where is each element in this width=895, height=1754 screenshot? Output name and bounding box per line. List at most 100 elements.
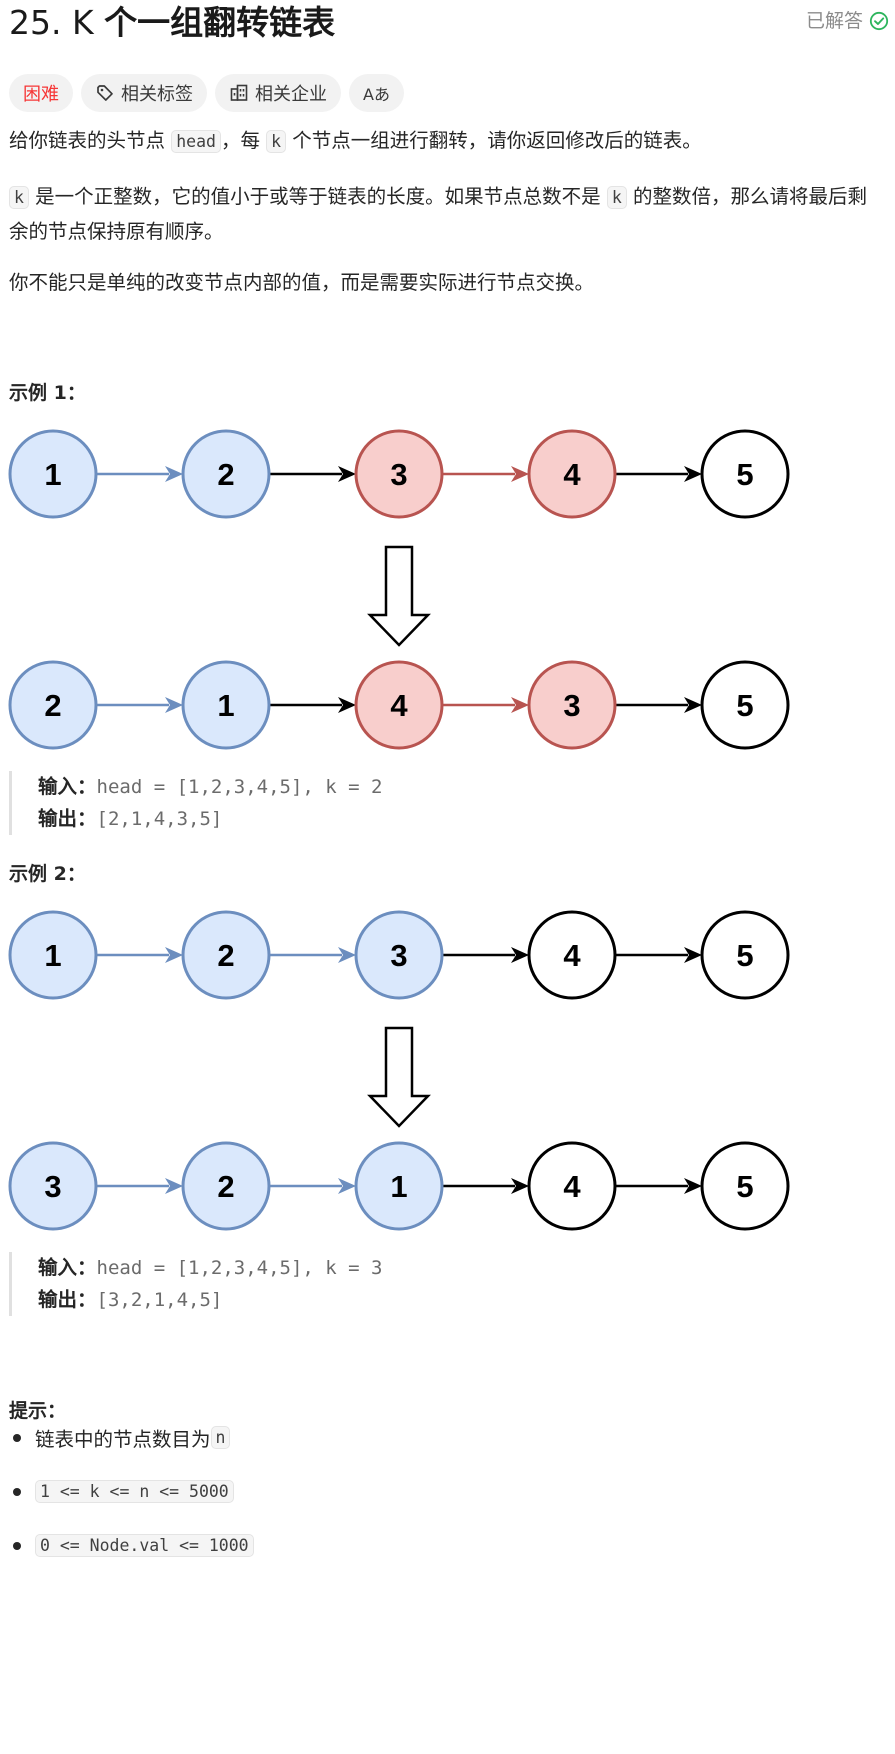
arrow-head bbox=[338, 1178, 356, 1194]
example-1-title: 示例 1： bbox=[9, 382, 86, 404]
arrow-head bbox=[511, 697, 529, 713]
description-paragraph-1: 给你链表的头节点 head，每 k 个节点一组进行翻转，请你返回修改后的链表。 bbox=[9, 129, 702, 153]
arrow-head bbox=[165, 947, 183, 963]
node-label: 1 bbox=[390, 1169, 407, 1204]
hint-code: 1 <= k <= n <= 5000 bbox=[35, 1479, 234, 1503]
difficulty-badge[interactable]: 困难 bbox=[9, 74, 73, 112]
node-label: 4 bbox=[390, 688, 408, 723]
related-tags-button[interactable]: 相关标签 bbox=[81, 74, 207, 112]
hints-list: 链表中的节点数目为 n 1 <= k <= n <= 5000 0 <= Nod… bbox=[9, 1410, 885, 1572]
arrow-head bbox=[684, 947, 702, 963]
list-node bbox=[354, 660, 444, 750]
arrow-head bbox=[165, 697, 183, 713]
output-value: [2,1,4,3,5] bbox=[96, 808, 223, 830]
list-node bbox=[700, 1141, 790, 1231]
arrow-head bbox=[511, 947, 529, 963]
node-label: 3 bbox=[44, 1169, 61, 1204]
list-node bbox=[181, 910, 271, 1000]
list-node bbox=[527, 910, 617, 1000]
tag-icon bbox=[97, 85, 113, 101]
node-label: 2 bbox=[217, 457, 234, 492]
problem-number: 25. K bbox=[9, 3, 94, 42]
input-label: 输入： bbox=[38, 775, 97, 798]
node-label: 1 bbox=[44, 938, 61, 973]
node-label: 4 bbox=[563, 1169, 581, 1204]
node-label: 4 bbox=[563, 938, 581, 973]
description-paragraph-2: k 是一个正整数，它的值小于或等于链表的长度。如果节点总数不是 k 的整数倍，那… bbox=[9, 185, 867, 243]
solved-label: 已解答 bbox=[805, 10, 863, 32]
list-after: 3 2 1 4 5 bbox=[8, 1141, 790, 1231]
problem-header: 25. K 个一组翻转链表 已解答 bbox=[9, 0, 889, 48]
list-node bbox=[8, 429, 98, 519]
node-label: 3 bbox=[390, 938, 407, 973]
input-label: 输入： bbox=[38, 1256, 97, 1279]
inline-code-n: n bbox=[210, 1425, 231, 1449]
translate-icon: Aあ bbox=[363, 85, 390, 104]
node-label: 3 bbox=[563, 688, 580, 723]
hint-code: 0 <= Node.val <= 1000 bbox=[35, 1533, 254, 1557]
arrow-head bbox=[338, 947, 356, 963]
transform-arrow-icon bbox=[367, 1026, 431, 1128]
related-companies-button[interactable]: 相关企业 bbox=[215, 74, 341, 112]
output-label: 输出： bbox=[38, 1288, 97, 1311]
example-2-title: 示例 2： bbox=[9, 863, 86, 885]
node-label: 5 bbox=[736, 1169, 753, 1204]
list-node bbox=[181, 660, 271, 750]
output-label: 输出： bbox=[38, 807, 97, 830]
arrow-head bbox=[338, 466, 356, 482]
node-label: 5 bbox=[736, 457, 753, 492]
list-node bbox=[181, 429, 271, 519]
description-paragraph-3: 你不能只是单纯的改变节点内部的值，而是需要实际进行节点交换。 bbox=[9, 271, 595, 294]
node-label: 2 bbox=[217, 938, 234, 973]
node-label: 2 bbox=[44, 688, 61, 723]
node-label: 4 bbox=[563, 457, 581, 492]
solved-status: 已解答 bbox=[806, 8, 889, 34]
arrow-head bbox=[684, 1178, 702, 1194]
node-label: 1 bbox=[217, 688, 234, 723]
list-node bbox=[8, 660, 98, 750]
inline-code-k: k bbox=[266, 130, 287, 153]
list-node bbox=[700, 660, 790, 750]
problem-name: 个一组翻转链表 bbox=[104, 3, 336, 42]
page-title: 25. K 个一组翻转链表 bbox=[9, 2, 335, 44]
example-1-io: 输入：head = [1,2,3,4,5], k = 2 输出：[2,1,4,3… bbox=[9, 771, 383, 835]
hint-item: 0 <= Node.val <= 1000 bbox=[9, 1518, 885, 1572]
hint-item: 1 <= k <= n <= 5000 bbox=[9, 1464, 885, 1518]
difficulty-label: 困难 bbox=[23, 84, 59, 105]
arrow-head bbox=[684, 466, 702, 482]
list-before: 1 2 3 4 5 bbox=[8, 910, 790, 1000]
related-companies-label: 相关企业 bbox=[255, 84, 327, 105]
arrow-head bbox=[338, 697, 356, 713]
node-label: 5 bbox=[736, 688, 753, 723]
arrow-head bbox=[511, 466, 529, 482]
list-node bbox=[354, 429, 444, 519]
hint-item: 链表中的节点数目为 n bbox=[9, 1410, 885, 1464]
list-node bbox=[354, 1141, 444, 1231]
list-node bbox=[527, 660, 617, 750]
inline-code-k: k bbox=[606, 186, 627, 209]
list-node bbox=[700, 429, 790, 519]
inline-code-head: head bbox=[171, 130, 221, 153]
check-circle-icon bbox=[869, 11, 889, 31]
related-tags-label: 相关标签 bbox=[121, 84, 193, 105]
list-node bbox=[527, 429, 617, 519]
list-node bbox=[354, 910, 444, 1000]
translate-button[interactable]: Aあ bbox=[349, 74, 404, 112]
list-node bbox=[181, 1141, 271, 1231]
hints-title: 提示： bbox=[9, 1400, 67, 1422]
node-label: 2 bbox=[217, 1169, 234, 1204]
node-label: 5 bbox=[736, 938, 753, 973]
list-node bbox=[8, 910, 98, 1000]
building-icon bbox=[230, 84, 248, 101]
list-node bbox=[700, 910, 790, 1000]
example-2-diagram: 1 2 3 4 5 3 2 1 4 5 bbox=[8, 910, 790, 1231]
tag-bar: 困难 相关标签 相关企业 Aあ bbox=[9, 74, 404, 112]
output-value: [3,2,1,4,5] bbox=[96, 1289, 223, 1311]
arrow-head bbox=[165, 466, 183, 482]
input-value: head = [1,2,3,4,5], k = 2 bbox=[96, 776, 383, 798]
list-after: 2 1 4 3 5 bbox=[8, 660, 790, 750]
example-2-io: 输入：head = [1,2,3,4,5], k = 3 输出：[3,2,1,4… bbox=[9, 1252, 383, 1316]
arrow-head bbox=[511, 1178, 529, 1194]
